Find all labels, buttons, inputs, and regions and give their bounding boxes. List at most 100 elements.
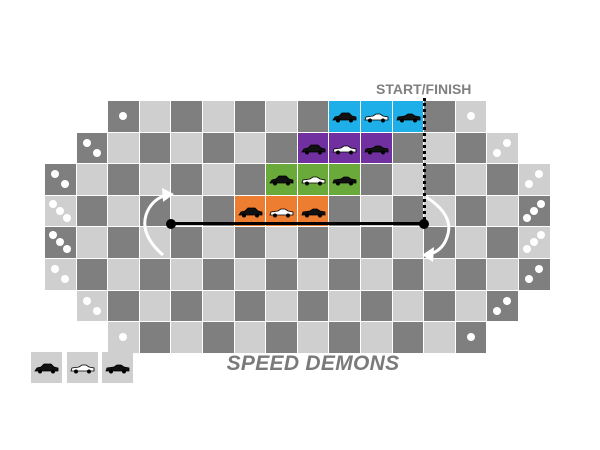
board-square[interactable] (108, 132, 139, 164)
board-square[interactable] (108, 164, 139, 195)
board-square[interactable] (171, 322, 202, 353)
board-square[interactable] (455, 195, 487, 227)
board-square[interactable] (424, 164, 455, 195)
board-square[interactable] (392, 132, 424, 164)
board-square[interactable] (297, 322, 329, 353)
board-square[interactable] (329, 195, 360, 227)
dice-square[interactable] (519, 259, 550, 290)
board-square[interactable] (424, 259, 455, 290)
board-square[interactable] (139, 290, 171, 322)
board-square-blue[interactable] (329, 101, 360, 132)
dice-square[interactable] (519, 227, 550, 258)
board-square-orange[interactable] (234, 195, 266, 227)
sedan-car-icon[interactable] (269, 173, 294, 186)
board-square[interactable] (139, 322, 171, 353)
board-square[interactable] (234, 259, 266, 290)
board-square[interactable] (297, 227, 329, 258)
board-square[interactable] (266, 101, 297, 132)
dice-square[interactable] (45, 259, 76, 290)
board-square[interactable] (203, 290, 234, 322)
board-square-orange[interactable] (266, 195, 297, 227)
board-square[interactable] (234, 164, 266, 195)
board-square[interactable] (487, 259, 518, 290)
sports-car-white-icon[interactable] (269, 205, 294, 218)
board-square-green[interactable] (297, 164, 329, 195)
board-square[interactable] (108, 290, 139, 322)
board-square[interactable] (203, 101, 234, 132)
board-square[interactable] (266, 227, 297, 258)
board-square[interactable] (203, 322, 234, 353)
board-square[interactable] (424, 101, 455, 132)
board-square[interactable] (266, 132, 297, 164)
board-square[interactable] (424, 132, 455, 164)
sports-car-dark-icon[interactable] (364, 142, 389, 155)
sports-car-white-icon[interactable] (364, 110, 389, 123)
board-square-green[interactable] (266, 164, 297, 195)
sports-car-dark-icon[interactable] (332, 173, 357, 186)
board-square[interactable] (329, 322, 360, 353)
board-square[interactable] (171, 227, 202, 258)
board-square-blue[interactable] (392, 101, 424, 132)
board-square[interactable] (171, 132, 202, 164)
sports-car-white-icon[interactable] (301, 173, 326, 186)
board-square[interactable] (108, 227, 139, 258)
board-square[interactable] (171, 195, 202, 227)
board-square[interactable] (203, 259, 234, 290)
dice-square[interactable] (76, 132, 108, 164)
sedan-car-icon[interactable] (301, 142, 326, 155)
board-square[interactable] (455, 259, 487, 290)
board-square-purple[interactable] (329, 132, 360, 164)
dice-square[interactable] (45, 164, 76, 195)
dice-square[interactable] (487, 132, 518, 164)
sports-car-dark-icon[interactable] (301, 205, 326, 218)
board-square[interactable] (361, 259, 392, 290)
sedan-car-icon[interactable] (237, 205, 263, 218)
board-square[interactable] (424, 322, 455, 353)
board-square-green[interactable] (329, 164, 360, 195)
board-square[interactable] (455, 290, 487, 322)
board-square[interactable] (329, 290, 360, 322)
dice-square[interactable] (519, 164, 550, 195)
board-square[interactable] (234, 101, 266, 132)
board-square-purple[interactable] (297, 132, 329, 164)
dice-square[interactable] (76, 290, 108, 322)
board-square[interactable] (139, 164, 171, 195)
board-square[interactable] (139, 132, 171, 164)
board-square[interactable] (139, 259, 171, 290)
board-square-purple[interactable] (361, 132, 392, 164)
board-square[interactable] (139, 101, 171, 132)
board-square[interactable] (76, 195, 108, 227)
board-square[interactable] (455, 132, 487, 164)
board-square[interactable] (266, 322, 297, 353)
dice-square[interactable] (108, 322, 139, 353)
board-square[interactable] (487, 195, 518, 227)
board-square[interactable] (392, 322, 424, 353)
board-square-blue[interactable] (361, 101, 392, 132)
board-square[interactable] (392, 164, 424, 195)
board-square[interactable] (76, 259, 108, 290)
board-square[interactable] (108, 259, 139, 290)
board-square[interactable] (297, 101, 329, 132)
board-square[interactable] (266, 290, 297, 322)
dice-square[interactable] (45, 195, 76, 227)
board-square[interactable] (361, 227, 392, 258)
board-square[interactable] (234, 227, 266, 258)
board-square[interactable] (392, 259, 424, 290)
board-square[interactable] (487, 227, 518, 258)
board-square[interactable] (76, 164, 108, 195)
board-square[interactable] (361, 195, 392, 227)
board-square[interactable] (203, 132, 234, 164)
board-square[interactable] (234, 132, 266, 164)
board-square[interactable] (76, 227, 108, 258)
board-square[interactable] (424, 290, 455, 322)
board-square[interactable] (108, 195, 139, 227)
board-square[interactable] (203, 164, 234, 195)
board-square[interactable] (266, 259, 297, 290)
board-square[interactable] (487, 164, 518, 195)
dice-square[interactable] (108, 101, 139, 132)
dice-square[interactable] (45, 227, 76, 258)
dice-square[interactable] (519, 195, 550, 227)
board-square[interactable] (392, 195, 424, 227)
sports-car-white-icon[interactable] (332, 142, 357, 155)
board-square[interactable] (455, 164, 487, 195)
